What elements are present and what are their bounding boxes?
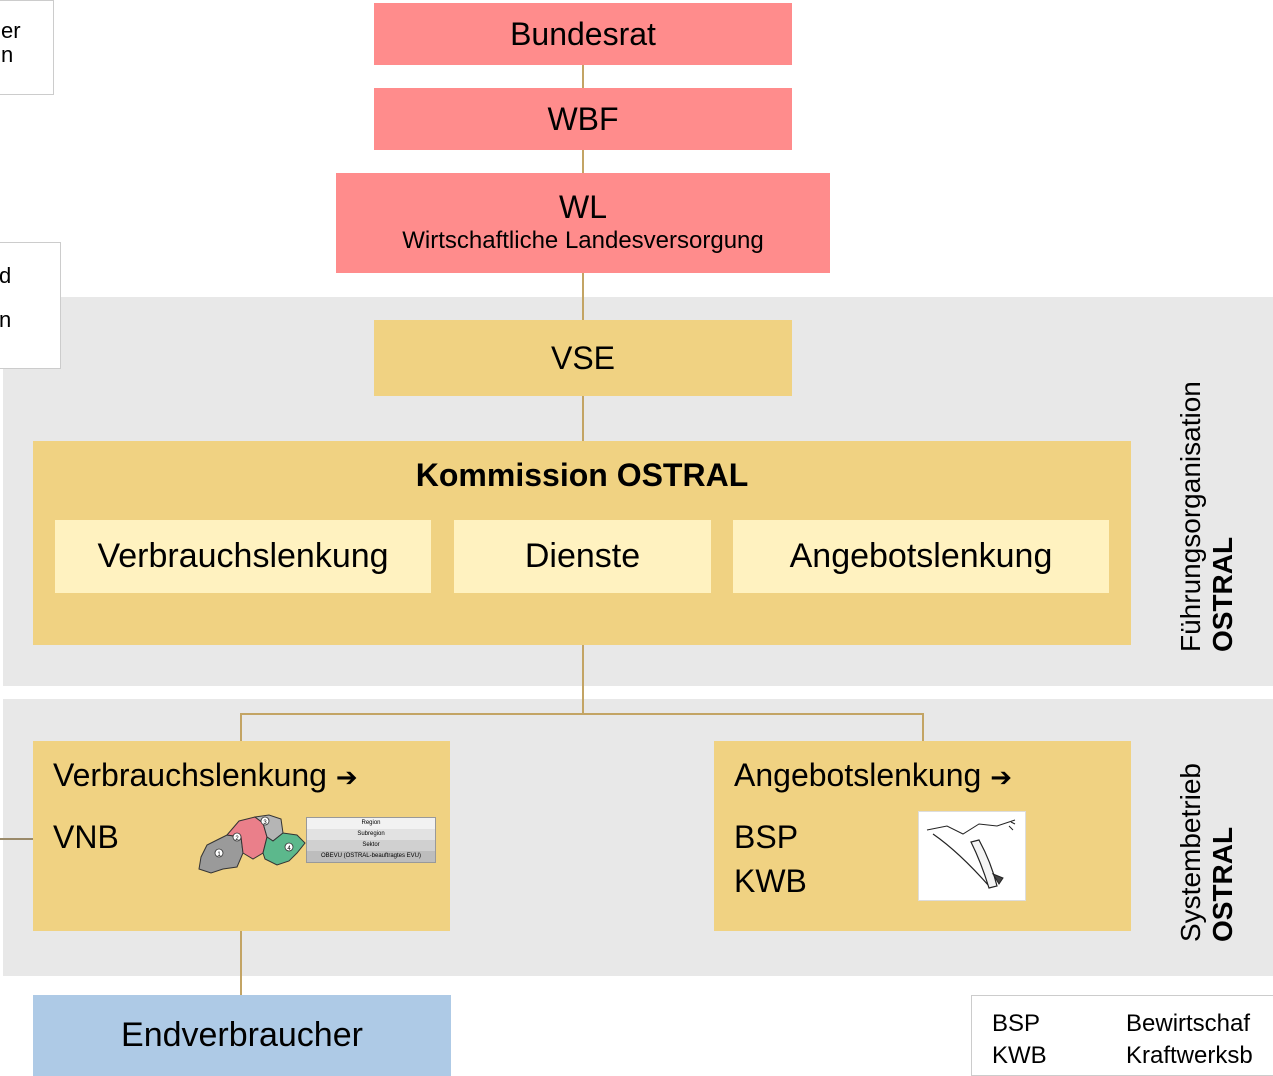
fuehrungsorganisation-label-bold: OSTRAL (1207, 536, 1239, 652)
connector-wbf-wl (582, 149, 584, 173)
kommission-title: Kommission OSTRAL (415, 457, 749, 493)
note-mid-left: d n (0, 242, 61, 369)
map-table-sektor: Sektor (307, 840, 435, 851)
angebotslenkung-title: Angebotslenkung ➔ (734, 757, 1012, 794)
connector-vse-kommission (582, 395, 584, 441)
map-region-green (262, 832, 306, 866)
vse-label: VSE (550, 339, 616, 376)
legend-abbr-kwb: KWB (992, 1042, 1047, 1069)
connector-kommission-down (582, 644, 584, 715)
switzerland-map-image: 1 2 3 4 (198, 814, 306, 874)
endverbraucher-label: Endverbraucher (121, 1016, 363, 1054)
legend-row-kwb: KWB Kraftwerksb (992, 1040, 1273, 1072)
unit-verbrauchslenkung-label: Verbrauchslenkung (97, 537, 389, 575)
map-table-subregion: Subregion (307, 829, 435, 840)
connector-to-verbrauch (240, 713, 242, 742)
map-label-4: 4 (287, 846, 291, 852)
connector-left-stub (0, 838, 33, 840)
dam-sketch-image (918, 811, 1026, 901)
map-table-obevu: OBEVU (OSTRAL-beauftragtes EVU) (307, 851, 435, 862)
legend-abbr-bsp: BSP (992, 1010, 1041, 1037)
unit-verbrauchslenkung: Verbrauchslenkung (55, 520, 431, 593)
bundesrat-label: Bundesrat (510, 15, 656, 52)
connector-bundesrat-wbf (582, 64, 584, 88)
systembetrieb-side-label: Systembetrieb OSTRAL (1175, 763, 1239, 942)
wbf-box: WBF (374, 88, 792, 150)
angebotslenkung-box: Angebotslenkung ➔ BSP KWB (714, 741, 1131, 931)
map-table-region: Region (307, 818, 435, 829)
note-top-left-line-1: er (1, 18, 21, 43)
connector-to-angebot (922, 713, 924, 742)
legend-text-bsp: Bewirtschaf (1126, 1010, 1251, 1037)
fuehrungsorganisation-label: Führungsorganisation (1175, 381, 1206, 652)
unit-dienste-label: Dienste (524, 537, 641, 575)
connector-to-endverbraucher (240, 930, 242, 996)
kwb-label: KWB (734, 863, 807, 899)
map-legend-table: Region Subregion Sektor OBEVU (OSTRAL-be… (306, 817, 436, 863)
bundesrat-box: Bundesrat (374, 3, 792, 65)
vnb-label: VNB (53, 819, 119, 855)
legend-text-kwb: Kraftwerksb (1126, 1042, 1253, 1069)
note-mid-left-line-2: n (0, 307, 12, 332)
legend-row-bsp: BSP Bewirtschaf (992, 1008, 1273, 1040)
wl-subtitle: Wirtschaftliche Landesversorgung (402, 227, 764, 254)
map-label-1: 1 (217, 852, 221, 858)
connector-wl-vse (582, 272, 584, 320)
kommission-box: Kommission OSTRAL Verbrauchslenkung Dien… (33, 441, 1131, 645)
arrow-icon: ➔ (990, 762, 1012, 792)
arrow-icon: ➔ (335, 762, 358, 792)
systembetrieb-label: Systembetrieb (1175, 763, 1206, 942)
verbrauchslenkung-box: Verbrauchslenkung ➔ VNB 1 2 3 4 Region S… (33, 741, 450, 931)
endverbraucher-box: Endverbraucher (33, 995, 451, 1076)
wl-box: WL Wirtschaftliche Landesversorgung (336, 173, 830, 273)
vse-box: VSE (374, 320, 792, 396)
abbreviation-legend: BSP Bewirtschaf KWB Kraftwerksb (971, 995, 1273, 1076)
wbf-label: WBF (547, 100, 619, 137)
systembetrieb-label-bold: OSTRAL (1207, 826, 1239, 942)
angebotslenkung-title-text: Angebotslenkung (734, 757, 982, 793)
verbrauchslenkung-title-text: Verbrauchslenkung (53, 757, 327, 793)
verbrauchslenkung-title: Verbrauchslenkung ➔ (53, 757, 358, 794)
fuehrungsorganisation-side-label: Führungsorganisation OSTRAL (1175, 381, 1239, 652)
note-top-left-line-2: n (1, 42, 14, 67)
bsp-label: BSP (734, 819, 799, 855)
map-label-2: 2 (235, 836, 239, 842)
unit-dienste: Dienste (454, 520, 711, 593)
note-top-left: er n (0, 0, 54, 95)
connector-horizontal (240, 713, 924, 715)
wl-title: WL (559, 189, 607, 225)
unit-angebotslenkung-label: Angebotslenkung (789, 537, 1053, 575)
map-label-3: 3 (263, 820, 267, 826)
note-mid-left-line-1: d (0, 263, 12, 288)
unit-angebotslenkung: Angebotslenkung (733, 520, 1109, 593)
